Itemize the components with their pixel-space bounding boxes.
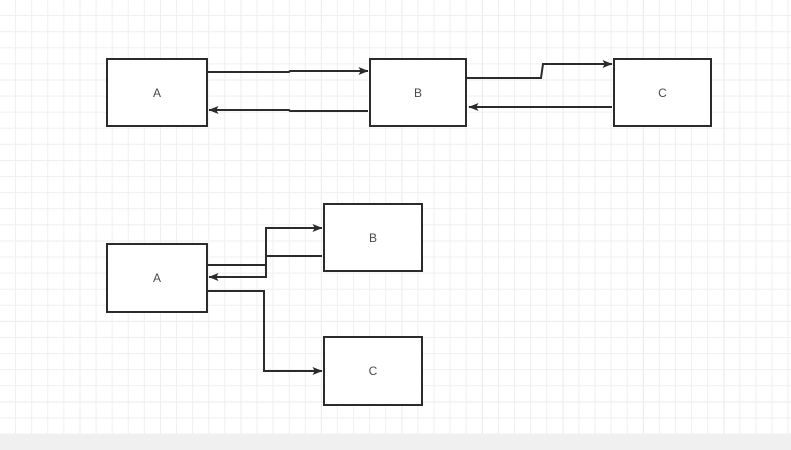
node-label: B xyxy=(368,230,377,245)
edge-bot-a-to-b[interactable] xyxy=(208,224,323,266)
node-top-c[interactable]: C xyxy=(613,58,712,127)
node-label: C xyxy=(368,364,378,378)
edge-bot-b-to-a[interactable] xyxy=(208,255,322,281)
edge-top-b-to-c[interactable] xyxy=(467,60,613,79)
edge-top-a-to-b[interactable] xyxy=(208,67,369,75)
node-top-a[interactable]: A xyxy=(106,58,208,127)
node-label: A xyxy=(152,271,161,285)
node-bot-a[interactable]: A xyxy=(106,243,208,313)
node-top-b[interactable]: B xyxy=(369,58,467,127)
node-label: B xyxy=(413,85,422,100)
edge-bot-a-to-c[interactable] xyxy=(208,290,323,375)
connector-layer xyxy=(208,60,613,375)
node-bot-c[interactable]: C xyxy=(323,336,423,406)
node-label: A xyxy=(152,85,161,100)
grid-canvas[interactable]: A B C A B C xyxy=(0,0,791,434)
status-bar xyxy=(0,434,791,450)
node-label: C xyxy=(658,85,667,100)
node-bot-b[interactable]: B xyxy=(323,203,423,272)
edge-top-b-to-a[interactable] xyxy=(208,106,368,114)
